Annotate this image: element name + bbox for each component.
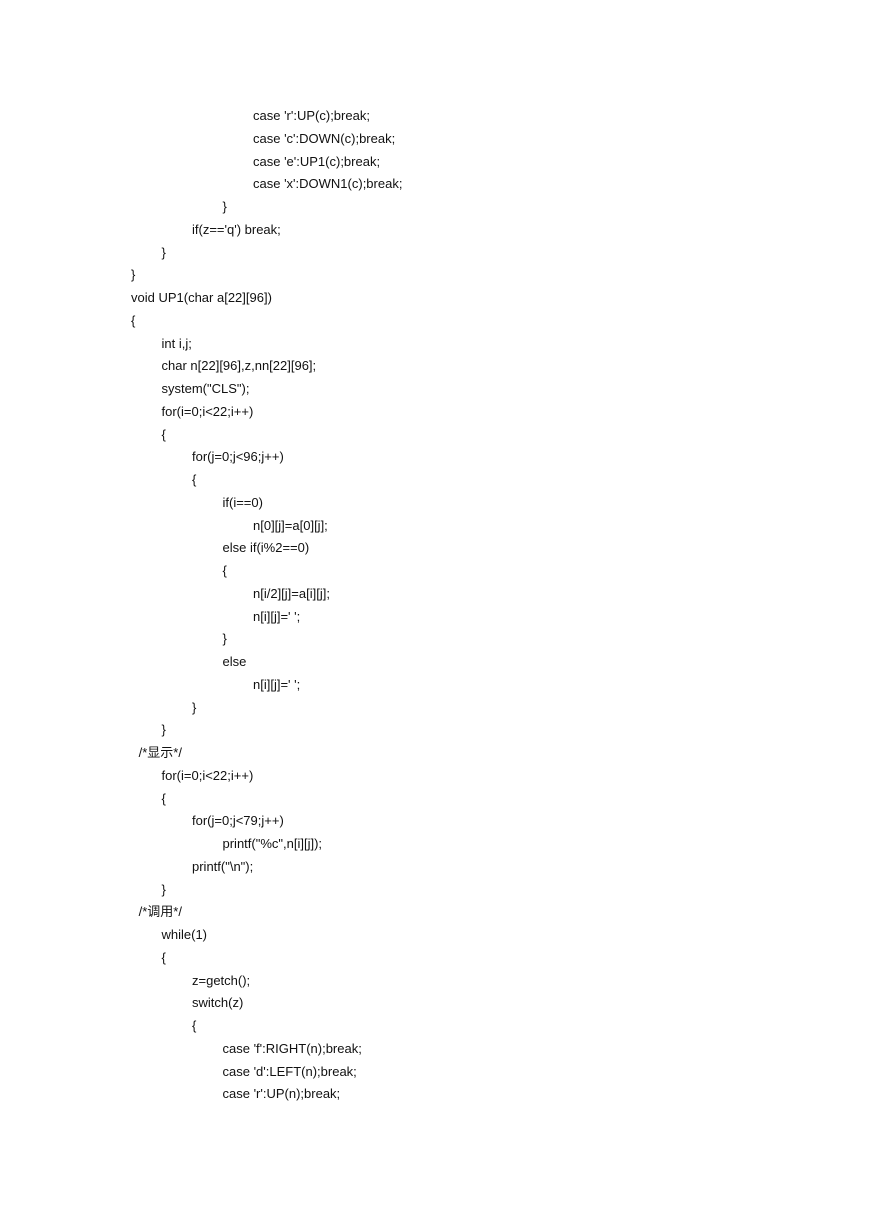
code-line: if(i==0) xyxy=(222,494,263,510)
code-line: for(j=0;j<79;j++) xyxy=(192,813,284,829)
code-line: case 'r':UP(c);break; xyxy=(253,108,370,123)
code-line: /*调用*/ xyxy=(138,904,182,920)
code-line: /*显示*/ xyxy=(138,745,182,760)
code-line: printf("%c",n[i][j]); xyxy=(222,836,323,851)
code-line: if(z=='q') break; xyxy=(192,221,281,237)
code-line: n[0][j]=a[0][j]; xyxy=(253,517,328,533)
code-line: } xyxy=(161,244,166,260)
code-line: z=getch(); xyxy=(192,972,251,988)
code-line: { xyxy=(222,563,227,578)
code-line: while(1) xyxy=(161,927,208,942)
code-line: } xyxy=(222,199,227,214)
code-line: void UP1(char a[22][96]) xyxy=(131,290,272,305)
code-line: switch(z) xyxy=(192,995,244,1011)
code-block: case 'r':UP(c);break; case 'c':DOWN(c);br… xyxy=(131,105,831,1106)
code-line: } xyxy=(131,267,136,283)
code-line: for(i=0;i<22;i++) xyxy=(161,767,254,783)
code-line: case 'r':UP(n);break; xyxy=(222,1086,341,1102)
code-line: { xyxy=(192,1018,197,1033)
code-line: else if(i%2==0) xyxy=(222,540,310,556)
code-line: system("CLS"); xyxy=(161,381,250,396)
code-line: { xyxy=(161,426,166,442)
code-line: { xyxy=(192,472,197,487)
code-line: n[i][j]=' '; xyxy=(253,676,301,692)
code-line: case 'x':DOWN1(c);break; xyxy=(253,176,403,192)
code-line: case 'e':UP1(c);break; xyxy=(253,153,381,169)
code-line: { xyxy=(131,312,136,328)
code-line: case 'd':LEFT(n);break; xyxy=(222,1063,357,1079)
code-line: { xyxy=(161,949,166,965)
code-line: case 'c':DOWN(c);break; xyxy=(253,130,396,146)
code-line: n[i][j]=' '; xyxy=(253,608,301,624)
code-line: for(i=0;i<22;i++) xyxy=(161,403,254,419)
code-line: else xyxy=(222,654,247,669)
code-line: case 'f':RIGHT(n);break; xyxy=(222,1040,362,1056)
code-line: } xyxy=(161,722,166,738)
code-line: } xyxy=(192,699,197,715)
code-line: { xyxy=(161,790,166,806)
code-line: char n[22][96],z,nn[22][96]; xyxy=(161,358,317,374)
code-line: n[i/2][j]=a[i][j]; xyxy=(253,585,330,601)
code-line: } xyxy=(222,631,227,647)
code-line: for(j=0;j<96;j++) xyxy=(192,449,284,465)
code-line: int i,j; xyxy=(161,335,192,351)
code-line: } xyxy=(161,881,166,897)
code-line: printf("\n"); xyxy=(192,858,254,874)
